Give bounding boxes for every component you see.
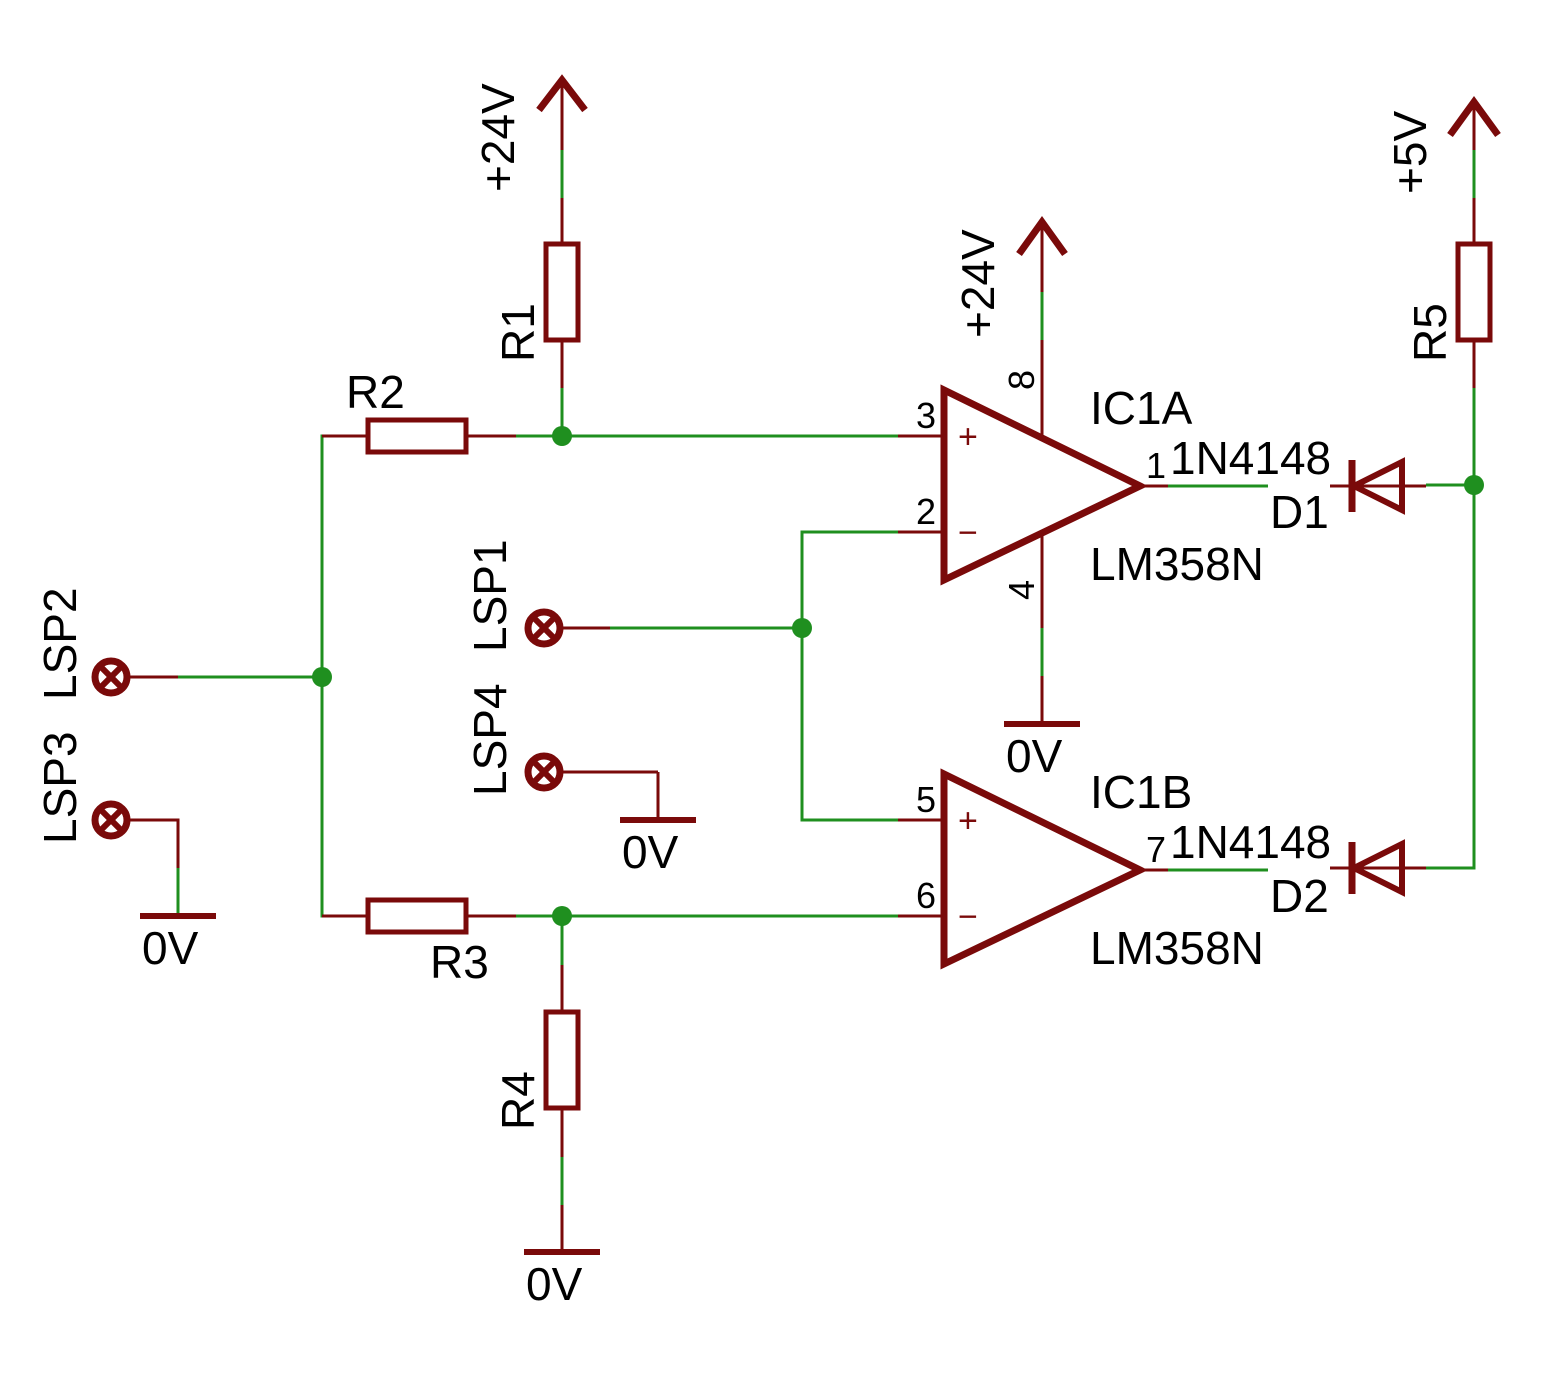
resistor-r1: R1 [492, 198, 581, 388]
opamp-plus-sign: + [958, 802, 978, 840]
supply-label-24v: +24V [472, 83, 524, 192]
junction-dot-icon [312, 667, 332, 687]
pin-label-5: 5 [916, 779, 936, 820]
supply-arrow-icon [1447, 96, 1501, 138]
diode-d2: 1N4148 D2 [1170, 816, 1426, 922]
supply-label-ic: +24V [952, 229, 1004, 338]
resistor-label-r3: R3 [430, 936, 489, 988]
resistor-icon [365, 897, 469, 935]
connector-pad-icon [524, 752, 564, 792]
resistor-icon [543, 241, 581, 343]
opamp-name-ic1a: IC1A [1090, 382, 1193, 434]
wire-mid-bus [800, 530, 898, 822]
opamp-minus-sign: − [958, 898, 978, 936]
diode-icon [1347, 457, 1405, 515]
ground-label-r4: 0V [526, 1258, 583, 1310]
opamp-icon [940, 384, 1149, 586]
ground-label-ic: 0V [1006, 730, 1063, 782]
diode-value-d1: 1N4148 [1170, 432, 1331, 484]
connector-lsp2: LSP2 [34, 587, 178, 700]
supply-arrow-icon [536, 74, 588, 113]
junction-dot-icon [1464, 475, 1484, 495]
ground-ic: 0V [1004, 676, 1080, 782]
resistor-icon [365, 417, 469, 455]
resistor-label-r4: R4 [492, 1071, 544, 1130]
pin-label-8: 8 [1001, 370, 1042, 390]
opamp-ic1b: + − 5 6 7 IC1B LM358N [898, 766, 1264, 974]
connector-pad-icon [91, 657, 131, 697]
supply-r1: +24V [472, 74, 588, 192]
pin-label-2: 2 [916, 491, 936, 532]
connector-lsp1: LSP1 [464, 539, 610, 652]
resistor-r3: R3 [322, 897, 516, 988]
wire-right-bus [1426, 388, 1476, 870]
opamp-ic1a: + − 3 2 1 8 4 IC1A LM358N [898, 340, 1264, 628]
ground-label-lsp4: 0V [622, 826, 679, 878]
wires [176, 150, 1476, 1205]
opamp-minus-sign: − [958, 514, 978, 552]
opamp-value-ic1a: LM358N [1090, 538, 1264, 590]
connector-pad-icon [524, 608, 564, 648]
connector-lsp4: LSP4 [464, 683, 660, 820]
ground-label-lsp3: 0V [142, 922, 199, 974]
pin-label-4: 4 [1001, 580, 1042, 600]
pin-label-7: 7 [1146, 829, 1166, 870]
resistor-label-r5: R5 [1404, 303, 1456, 362]
ground-lsp3: 0V [140, 913, 216, 974]
connector-label-lsp3: LSP3 [34, 731, 86, 844]
resistor-icon [543, 1009, 581, 1111]
junction-dot-icon [552, 906, 572, 926]
supply-ic: +24V [952, 216, 1068, 338]
diode-icon [1347, 839, 1405, 897]
connector-pad-icon [91, 800, 131, 840]
junction-dot-icon [552, 426, 572, 446]
diode-value-d2: 1N4148 [1170, 816, 1331, 868]
opamp-value-ic1b: LM358N [1090, 922, 1264, 974]
supply-r5: +5V [1384, 96, 1501, 194]
connector-lsp3: LSP3 [34, 731, 180, 868]
supply-arrow-icon [1016, 216, 1068, 257]
ground-lsp4: 0V [620, 817, 696, 878]
resistor-r2: R2 [322, 366, 516, 455]
diode-d1: 1N4148 D1 [1170, 432, 1426, 538]
pin-label-3: 3 [916, 395, 936, 436]
opamp-icon [940, 768, 1149, 970]
pin-label-1: 1 [1146, 445, 1166, 486]
resistor-r4: R4 [492, 965, 581, 1157]
resistor-label-r2: R2 [346, 366, 405, 418]
ground-r4: 0V [524, 1205, 600, 1310]
opamp-name-ic1b: IC1B [1090, 766, 1192, 818]
connector-label-lsp4: LSP4 [464, 683, 516, 796]
junction-dot-icon [792, 618, 812, 638]
connector-label-lsp1: LSP1 [464, 539, 516, 652]
resistor-r5: R5 [1404, 198, 1493, 388]
connector-label-lsp2: LSP2 [34, 587, 86, 700]
supply-label-5v: +5V [1384, 111, 1436, 194]
junctions [312, 426, 1484, 926]
resistor-icon [1455, 241, 1493, 343]
diode-name-d1: D1 [1270, 486, 1329, 538]
pin-label-6: 6 [916, 875, 936, 916]
diode-name-d2: D2 [1270, 870, 1329, 922]
resistor-label-r1: R1 [492, 303, 544, 362]
opamp-plus-sign: + [958, 418, 978, 456]
